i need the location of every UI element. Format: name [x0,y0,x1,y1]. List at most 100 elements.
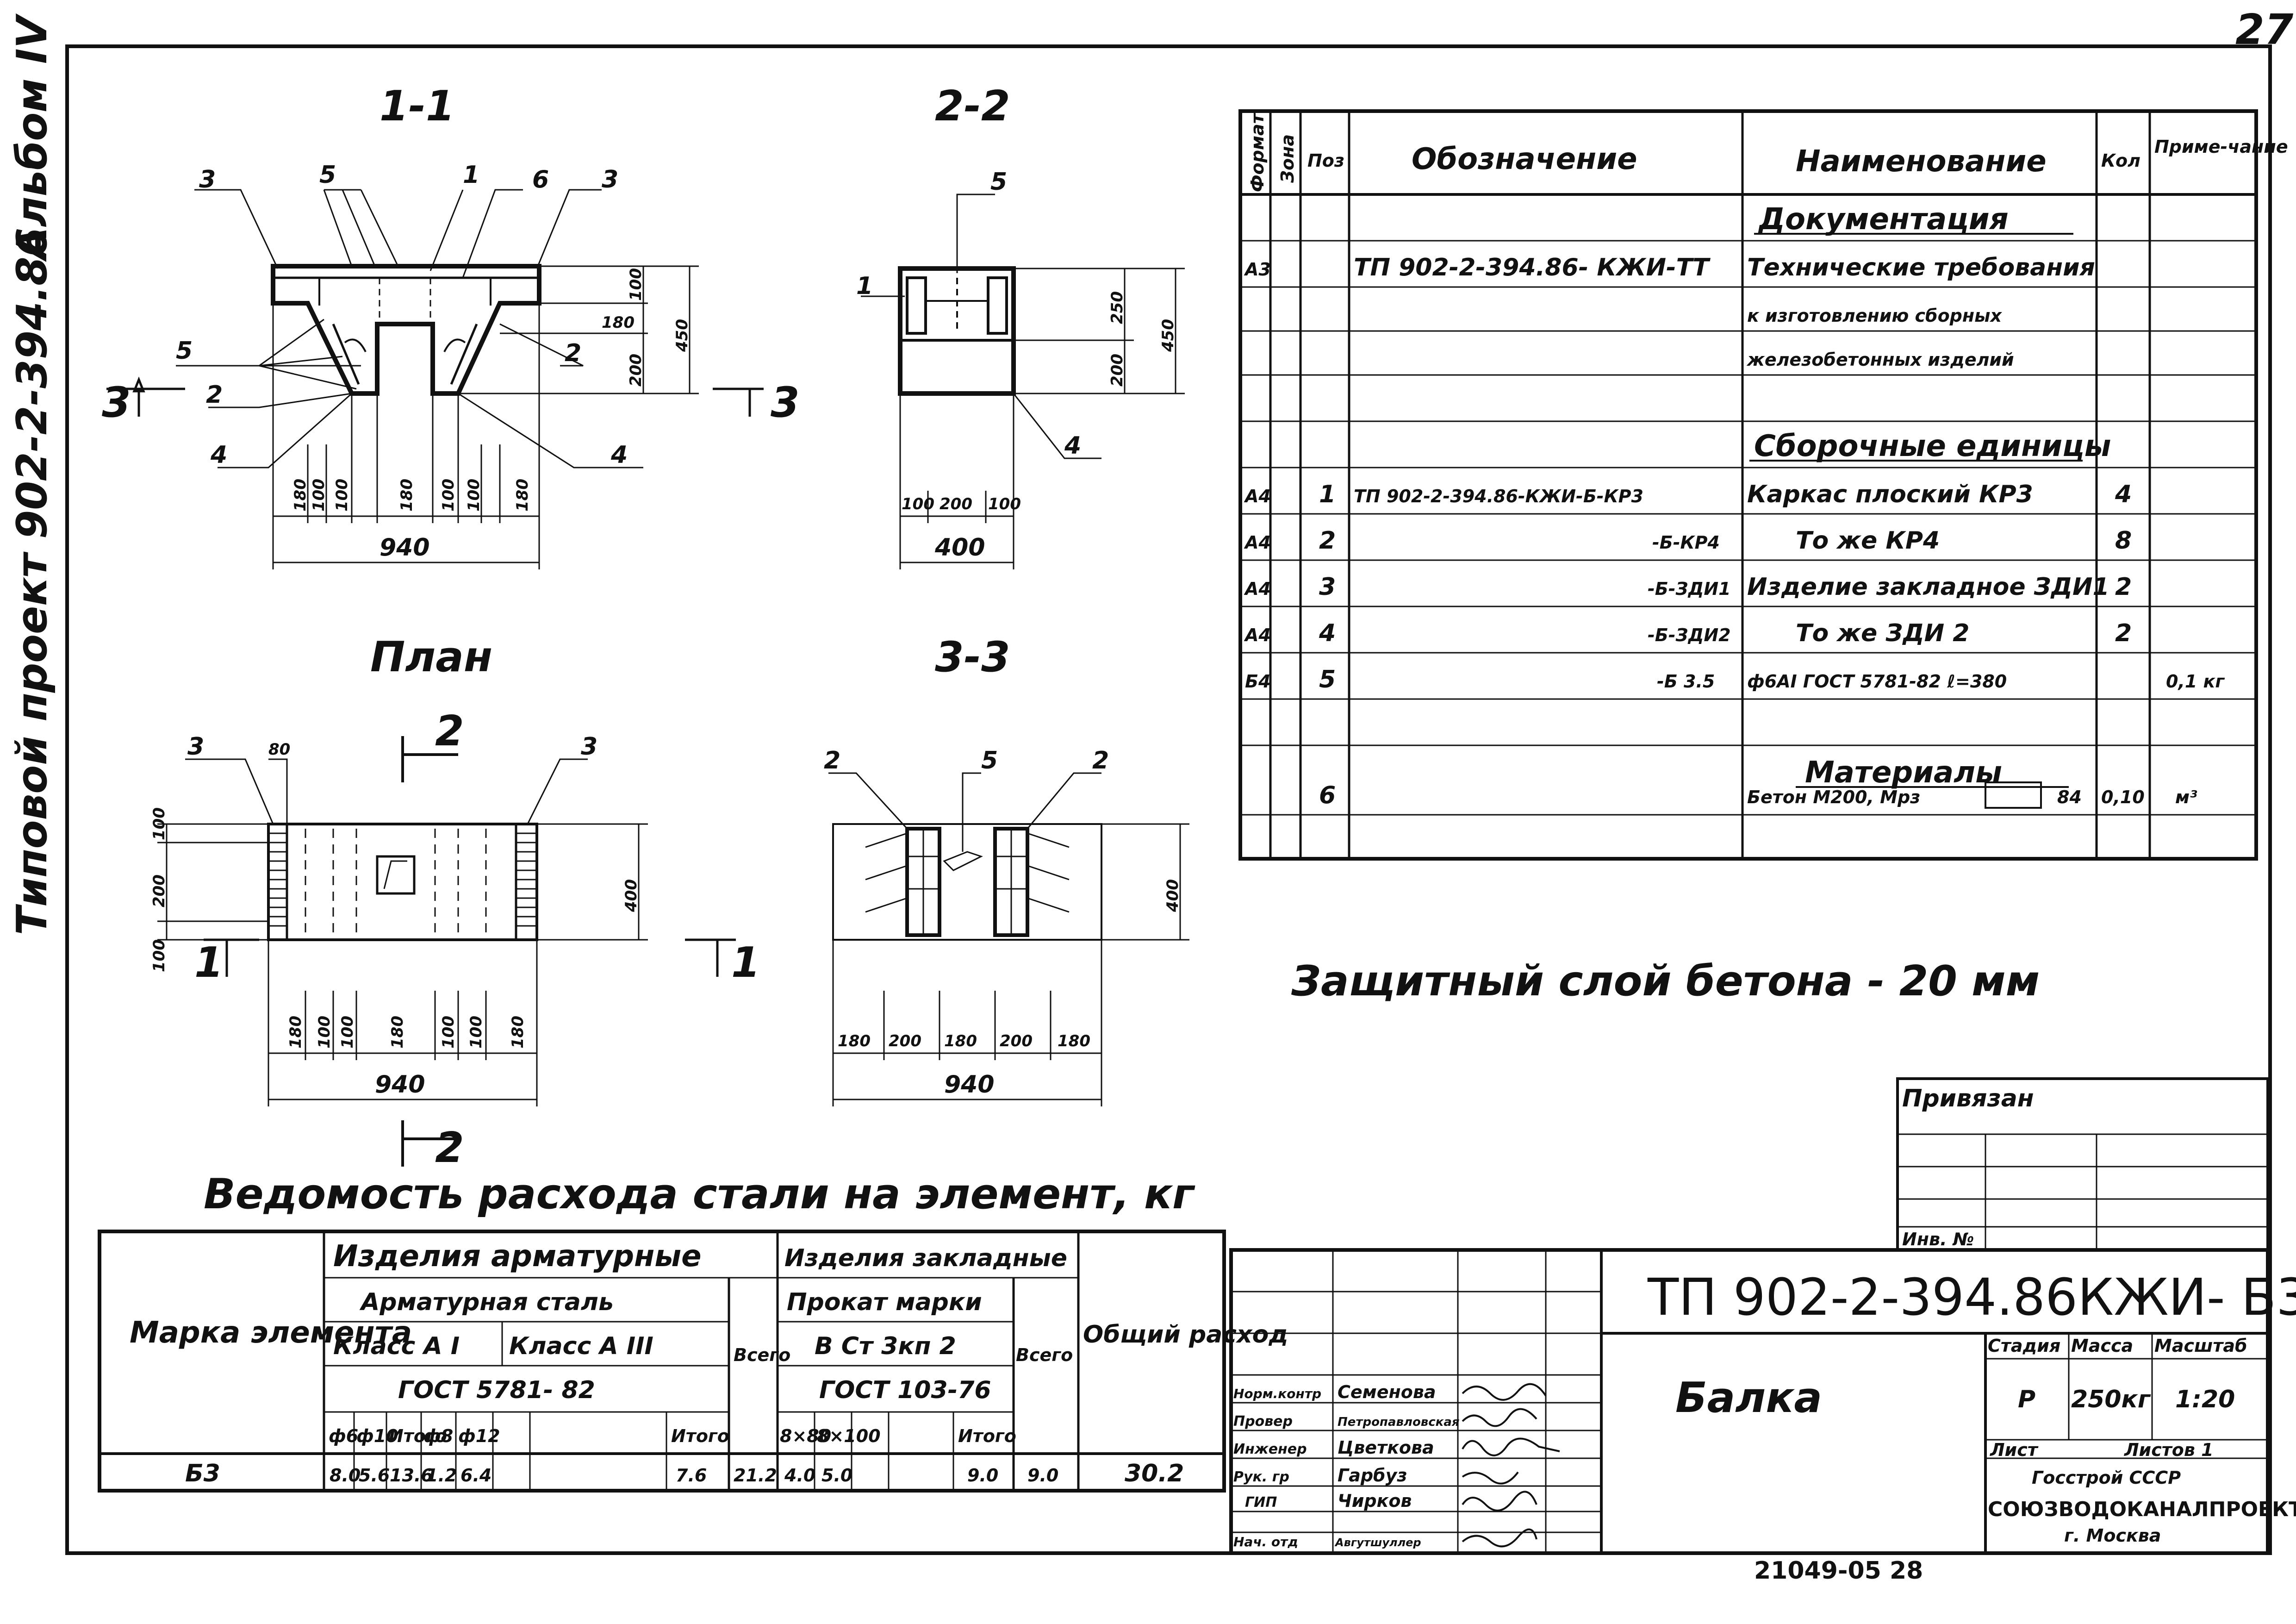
spec-row9-designation: -Б-ЗДИ2 [1648,625,1731,645]
dim-1-1-v2: 200 [627,354,645,387]
spec-row8-format: А4 [1244,579,1271,599]
title-role-5: Нач. отд [1233,1534,1298,1549]
steel-row-all1: 21.2 [734,1465,777,1486]
title-sheets: Листов 1 [2124,1440,2214,1460]
dim-plan-v0: 100 [150,807,168,840]
callout-3-3-a: 2 [824,747,840,775]
spec-row13-qty: 0,10 [2101,787,2145,807]
spec-row6-name: Каркас плоский КР3 [1747,481,2033,508]
callout-1-1-b: 5 [319,161,336,189]
title-scale: 1:20 [2175,1386,2235,1413]
callout-plan-a: 3 [187,733,204,761]
steel-row-mark: Б3 [185,1460,220,1487]
spec-header-note: Приме-чание [2154,137,2288,157]
dim-plan-h0: 180 [286,1016,305,1049]
spec-row1-name: Технические требования [1747,254,2095,281]
callout-1-1-d: 6 [532,166,549,194]
steel-row-v4: 6.4 [460,1465,492,1486]
spec-row7-designation: -Б-КР4 [1652,532,1720,553]
steel-gost2: ГОСТ 103-76 [819,1376,991,1404]
dim-3-3-total: 940 [944,1071,995,1099]
dim-1-1-h3: 180 [398,479,416,512]
dim-1-1-h6: 180 [513,479,532,512]
steel-row-w3: 9.0 [967,1465,998,1486]
spec-row10-format: Б4 [1245,671,1270,692]
title-role-4: ГИП [1245,1494,1277,1511]
callout-1-1-a: 3 [199,166,216,194]
spec-row13-extra: 84 [2057,787,2082,807]
spec-header-zone: Зона [1277,134,1298,183]
title-person-3: Гарбуз [1338,1465,1407,1486]
dim-plan-v2: 100 [150,939,168,972]
dim-3-3-v0: 400 [1164,879,1182,912]
steel-row-v3: 1.2 [426,1465,457,1486]
spec-row3-name: железобетонных изделий [1746,350,2014,370]
spec-row10-pos: 5 [1319,666,1336,693]
dim-2-2-v1: 200 [1108,354,1126,387]
steel-row-w1: 5.0 [821,1465,852,1486]
spec-row6-designation: ТП 902-2-394.86-КЖИ-Б-КР3 [1354,486,1643,506]
spec-row1-designation: ТП 902-2-394.86- КЖИ-ТТ [1354,254,1711,281]
section-2-2-title: 2-2 [935,82,1010,131]
steel-row-v1: 5.6 [359,1465,390,1486]
title-block: ТП 902-2-394.86КЖИ- Б3 Балка Стадия Масс… [1229,1248,2296,1555]
dim-1-1-total: 940 [380,534,430,562]
section-1-1-outline [271,264,541,396]
spec-row8-name: Изделие закладное ЗДИ1 [1747,573,2109,601]
steel-rolled: Прокат марки [787,1288,982,1316]
spec-section-docs: Документация [1758,202,2009,237]
callout-plan-c: 3 [581,733,597,761]
spec-row9-name: То же ЗДИ 2 [1796,619,1969,647]
spec-row7-name: То же КР4 [1796,527,1940,555]
spec-header-designation: Обозначение [1412,142,1637,176]
dim-plan-v1: 200 [150,874,168,907]
dim-3-3-h4: 180 [1058,1032,1090,1050]
section-3-3: 3-3 2 5 2 400 180 200 180 200 180 940 [824,633,1189,1106]
steel-armature-header: Изделия арматурные [333,1239,702,1274]
title-stage: Р [2018,1386,2035,1413]
spec-row7-format: А4 [1244,532,1271,553]
spec-row9-format: А4 [1244,625,1271,645]
steel-col1-1: ф10 [356,1426,398,1446]
callout-1-1-e: 3 [602,166,618,194]
section-3-3-title: 3-3 [935,633,1010,681]
cut-mark-3-right: 3 [771,378,800,427]
steel-col1-0: ф6 [329,1426,358,1446]
steel-row-w0: 4.0 [784,1465,815,1486]
dim-2-2-v0: 250 [1108,291,1126,324]
spec-row1-format: А3 [1244,259,1271,280]
steel-vsego-1: Всего [734,1345,790,1365]
dim-3-3-h3: 200 [1000,1032,1033,1050]
sheet-frame [65,44,2272,1555]
steel-table: Ведомость расхода стали на элемент, кг М… [98,1170,1288,1493]
spec-row6-format: А4 [1244,486,1271,506]
steel-gost1: ГОСТ 5781- 82 [398,1376,595,1404]
steel-col2-1: 8×100 [817,1426,881,1446]
title-role-0: Норм.контр [1233,1386,1321,1401]
dim-1-1-h4: 100 [439,479,458,512]
spec-row8-qty: 2 [2115,573,2132,601]
plan-cut-bottom: 2 [435,1124,464,1172]
dim-2-2-v2: 450 [1159,319,1177,352]
plan-title: План [370,633,492,681]
spec-row13-name: Бетон М200, Мрз [1747,787,1920,807]
title-person-4: Чирков [1338,1491,1412,1511]
spec-row9-pos: 4 [1319,619,1336,647]
dim-1-1-v3: 450 [673,319,691,352]
footer-code: 21049-05 28 [1754,1557,1923,1585]
spec-header-format: Формат [1247,112,1268,192]
steel-col1-6: Итого [671,1426,729,1446]
steel-row-v6: 7.6 [676,1465,707,1486]
spec-row6-qty: 4 [2115,481,2132,508]
section-2-2: 2-2 5 1 4 250 200 450 100 200 100 400 [856,82,1185,569]
title-name: Балка [1675,1374,1822,1422]
spec-row10-designation: -Б 3.5 [1657,671,1715,692]
dim-2-2-h0: 100 [902,495,934,513]
title-role-3: Рук. гр [1233,1469,1289,1485]
dim-3-3-h2: 180 [944,1032,977,1050]
spec-header-name: Наименование [1796,144,2047,179]
privyazan-block: Привязан Инв. № [1896,1077,2269,1251]
protective-layer-note: Защитный слой бетона - 20 мм [1291,957,2040,1006]
callout-1-1-g: 2 [206,381,223,409]
steel-vsego-2: Всего [1016,1345,1073,1365]
